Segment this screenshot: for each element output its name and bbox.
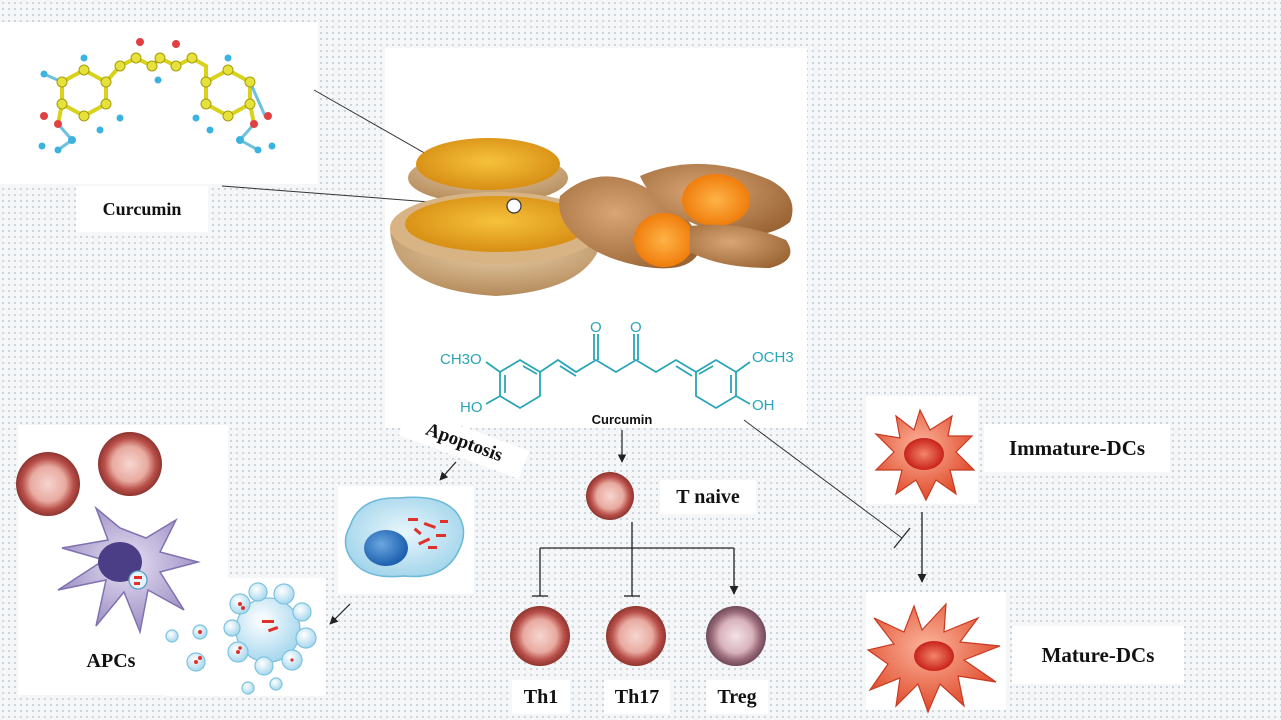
curcumin-title-label: Curcumin xyxy=(76,186,208,232)
och3-label: OCH3 xyxy=(752,349,794,366)
apoptotic-body xyxy=(165,582,317,695)
th1-label: Th1 xyxy=(512,680,570,714)
th17-cell xyxy=(606,606,666,666)
th17-label: Th17 xyxy=(604,680,670,714)
t-naive-label: T naive xyxy=(660,480,756,514)
inhibition-line-to-dc xyxy=(743,419,903,539)
turmeric-illustration xyxy=(390,138,793,296)
t-naive-cell xyxy=(586,472,634,520)
oh-label: OH xyxy=(752,397,775,414)
apoptotic-cell xyxy=(344,496,465,578)
apc-resting-cells xyxy=(16,432,162,516)
apcs-label: APCs xyxy=(86,649,136,672)
curcumin-3d-model xyxy=(38,38,276,154)
immature-dcs-label: Immature-DCs xyxy=(984,424,1170,472)
ch3o-label: CH3O xyxy=(440,351,482,368)
t-cell-differentiation-tree xyxy=(532,522,739,597)
treg-cell xyxy=(706,606,766,666)
immature-dc-cell xyxy=(874,408,976,502)
th1-cell xyxy=(510,606,570,666)
treg-label: Treg xyxy=(706,680,768,714)
inhibition-bar xyxy=(893,527,911,549)
ketone-o-left: O xyxy=(590,319,602,336)
ketone-o-right: O xyxy=(630,319,642,336)
curcumin-structure xyxy=(485,334,751,410)
mature-dc-cell xyxy=(866,602,1001,714)
arrow-to-apoptotic-body xyxy=(329,603,351,625)
arrow-to-apoptotic-cell xyxy=(439,461,457,481)
ho-label: HO xyxy=(460,399,483,416)
apc-dendritic-cell xyxy=(57,505,201,635)
mature-dcs-label: Mature-DCs xyxy=(1012,626,1184,684)
structure-curcumin-label: Curcumin xyxy=(592,412,653,427)
molecule-model-panel xyxy=(0,22,318,184)
